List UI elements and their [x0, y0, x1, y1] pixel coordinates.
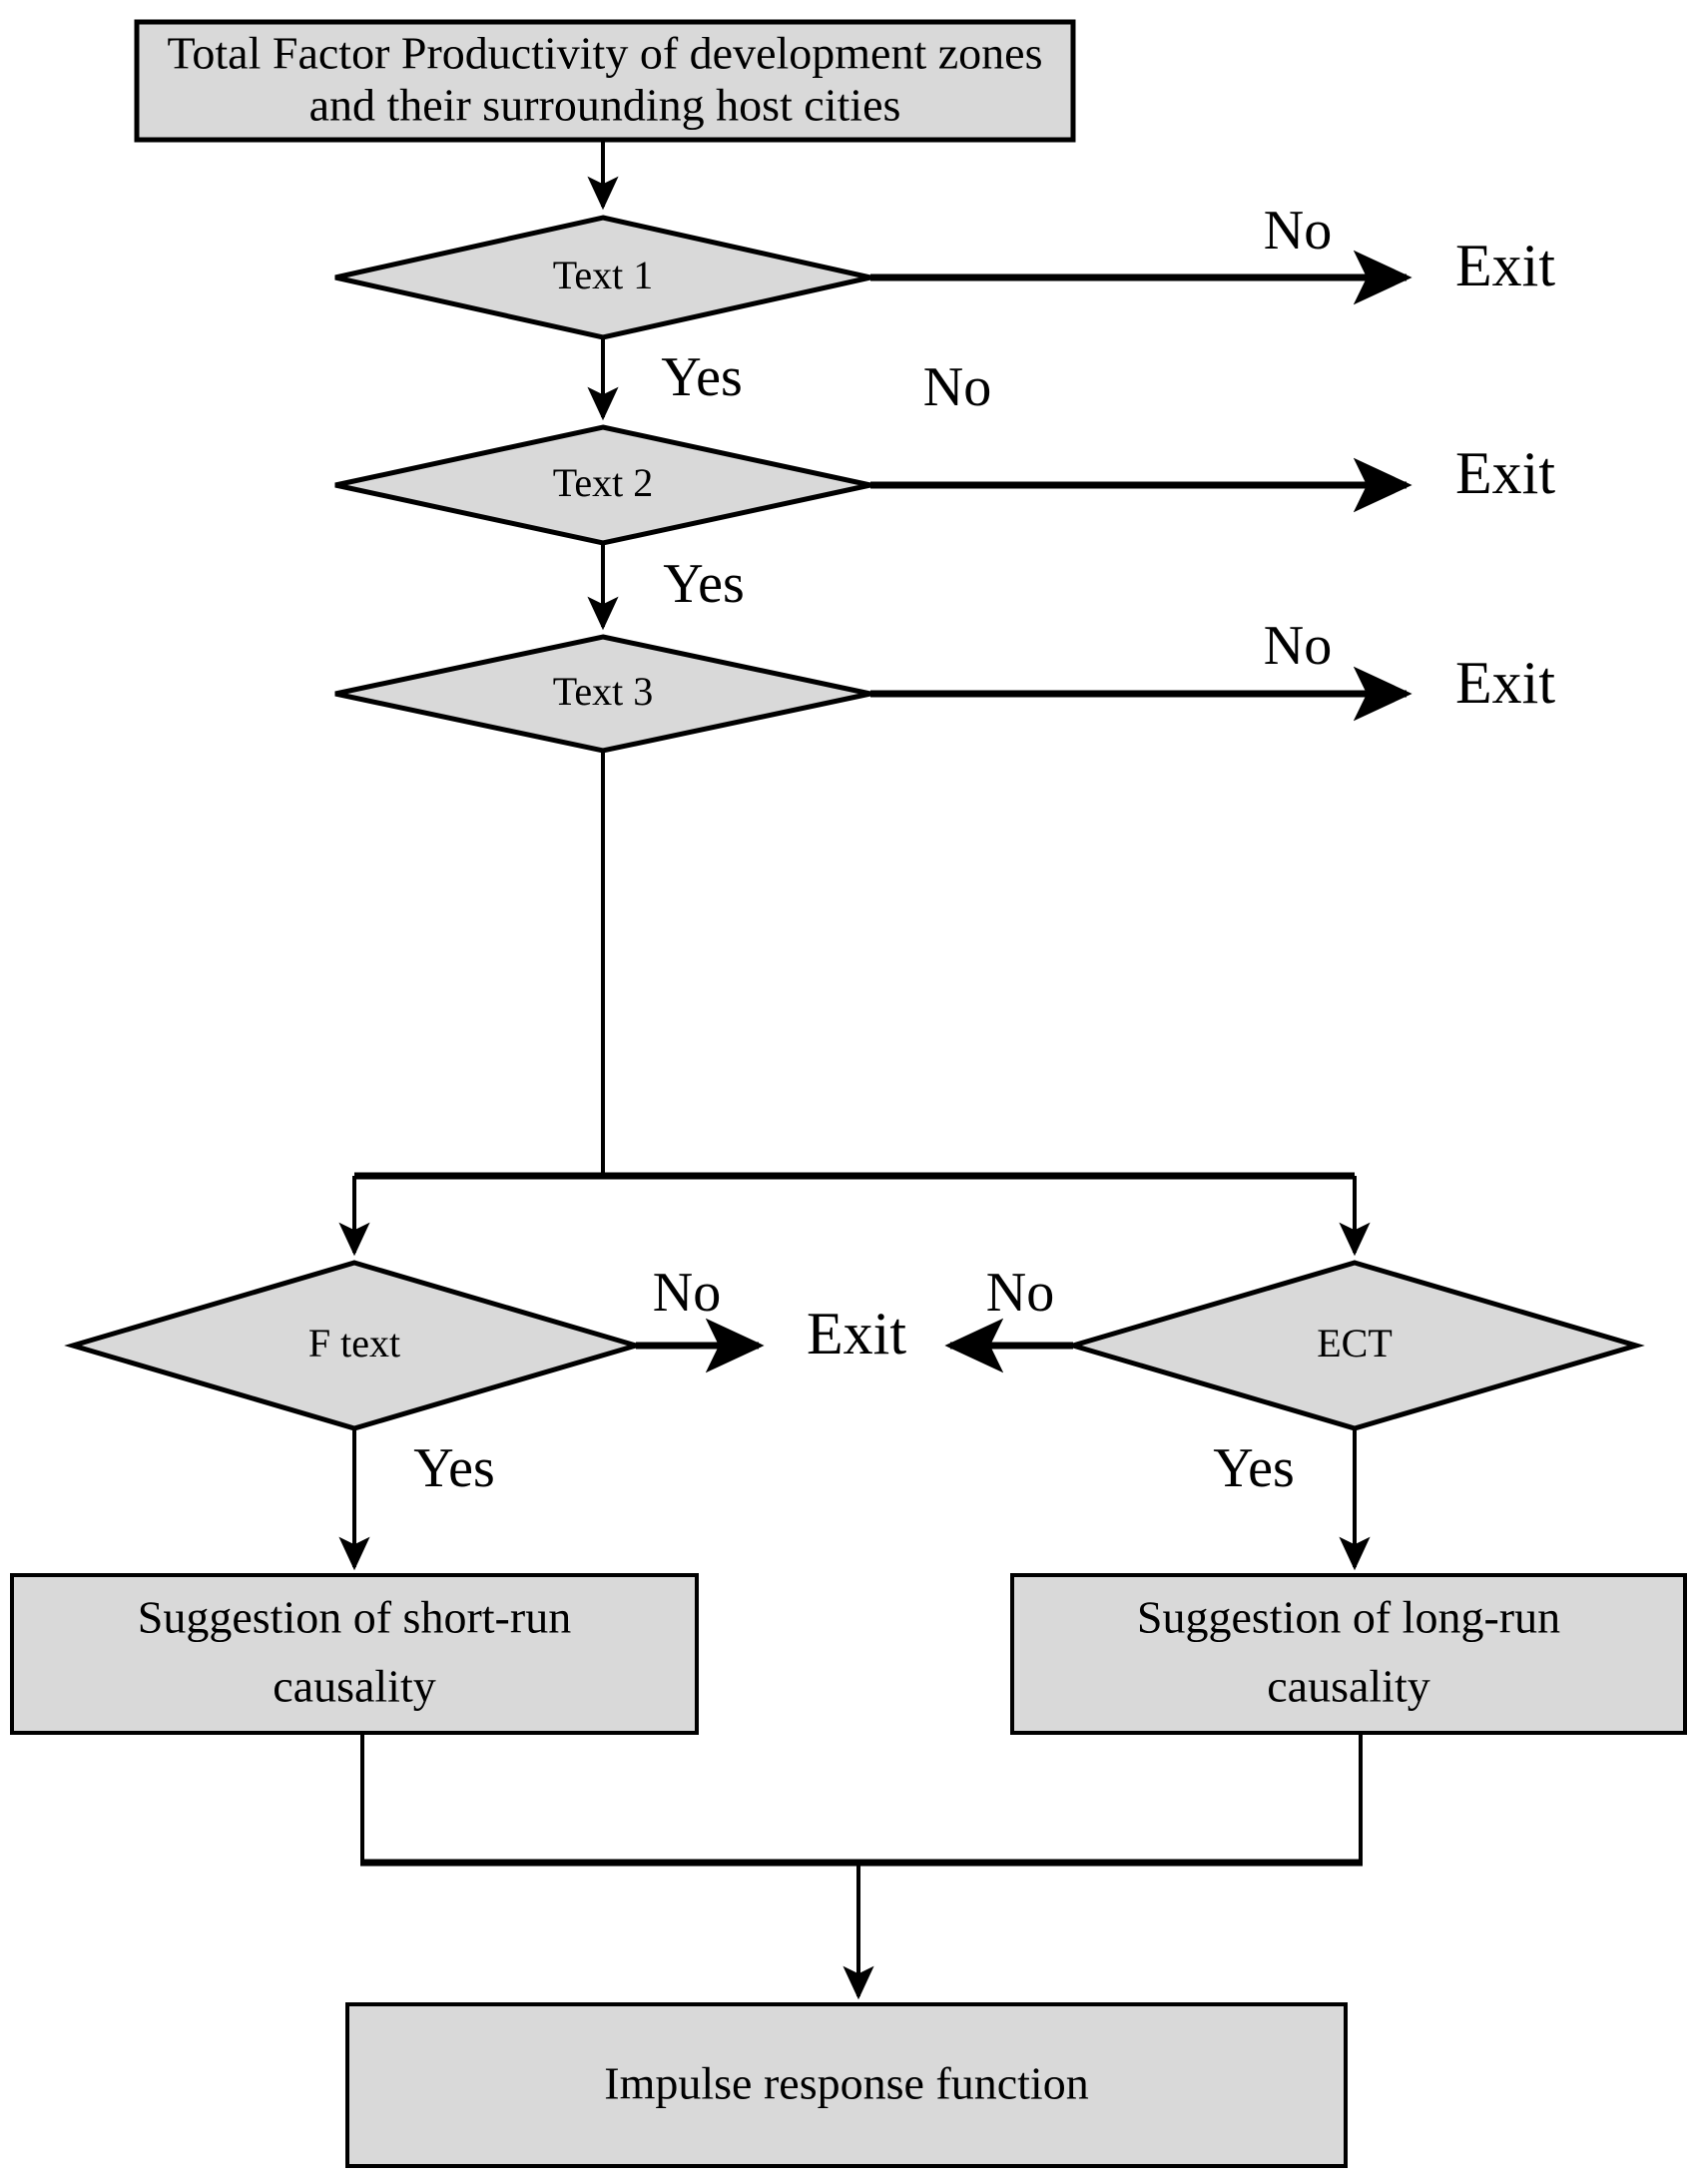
long-run-box-shape	[1010, 1573, 1687, 1735]
node-decision-ftext: F text	[64, 1260, 645, 1431]
edge-label-ect-no: No	[986, 1262, 1054, 1324]
short-run-box-shape	[10, 1573, 699, 1735]
node-decision1: Text 1	[334, 215, 871, 340]
node-decision3: Text 3	[334, 634, 871, 754]
node-short-run: Suggestion of short-run causality	[10, 1573, 699, 1735]
short-run-line2: causality	[273, 1661, 436, 1712]
node-long-run: Suggestion of long-run causality	[1010, 1573, 1687, 1735]
decision3-label: Text 3	[553, 669, 654, 714]
ftext-label: F text	[308, 1321, 400, 1365]
node-start: Total Factor Productivity of development…	[134, 19, 1076, 143]
node-impulse: Impulse response function	[345, 2002, 1348, 2168]
exit-center-label: Exit	[807, 1301, 906, 1366]
exit1-label: Exit	[1455, 233, 1555, 298]
edge-label-ftext-yes: Yes	[413, 1437, 494, 1499]
edge-label-ftext-no: No	[653, 1262, 721, 1324]
start-box-line1: Total Factor Productivity of development…	[168, 28, 1043, 79]
decision1-label: Text 1	[553, 253, 654, 297]
exit3-label: Exit	[1455, 650, 1555, 716]
node-decision2: Text 2	[334, 424, 871, 546]
edge-label-decision2-no: No	[923, 356, 991, 418]
impulse-box-shape	[345, 2002, 1348, 2168]
short-run-line1: Suggestion of short-run	[138, 1592, 571, 1643]
edge-label-decision1-no: No	[1264, 200, 1332, 262]
long-run-line2: causality	[1267, 1661, 1430, 1712]
decision2-label: Text 2	[553, 460, 654, 505]
edge-label-decision2-yes: Yes	[663, 553, 744, 615]
start-box-shape	[134, 19, 1076, 143]
edge-label-decision1-yes: Yes	[661, 346, 742, 408]
exit2-label: Exit	[1455, 440, 1555, 506]
long-run-line1: Suggestion of long-run	[1137, 1592, 1560, 1643]
edge-label-decision3-no: No	[1264, 615, 1332, 677]
edge-label-ect-yes: Yes	[1213, 1437, 1294, 1499]
ect-label: ECT	[1317, 1321, 1393, 1365]
start-box-line2: and their surrounding host cities	[309, 80, 901, 131]
impulse-label: Impulse response function	[604, 2058, 1088, 2109]
node-decision-ect: ECT	[1064, 1260, 1645, 1431]
